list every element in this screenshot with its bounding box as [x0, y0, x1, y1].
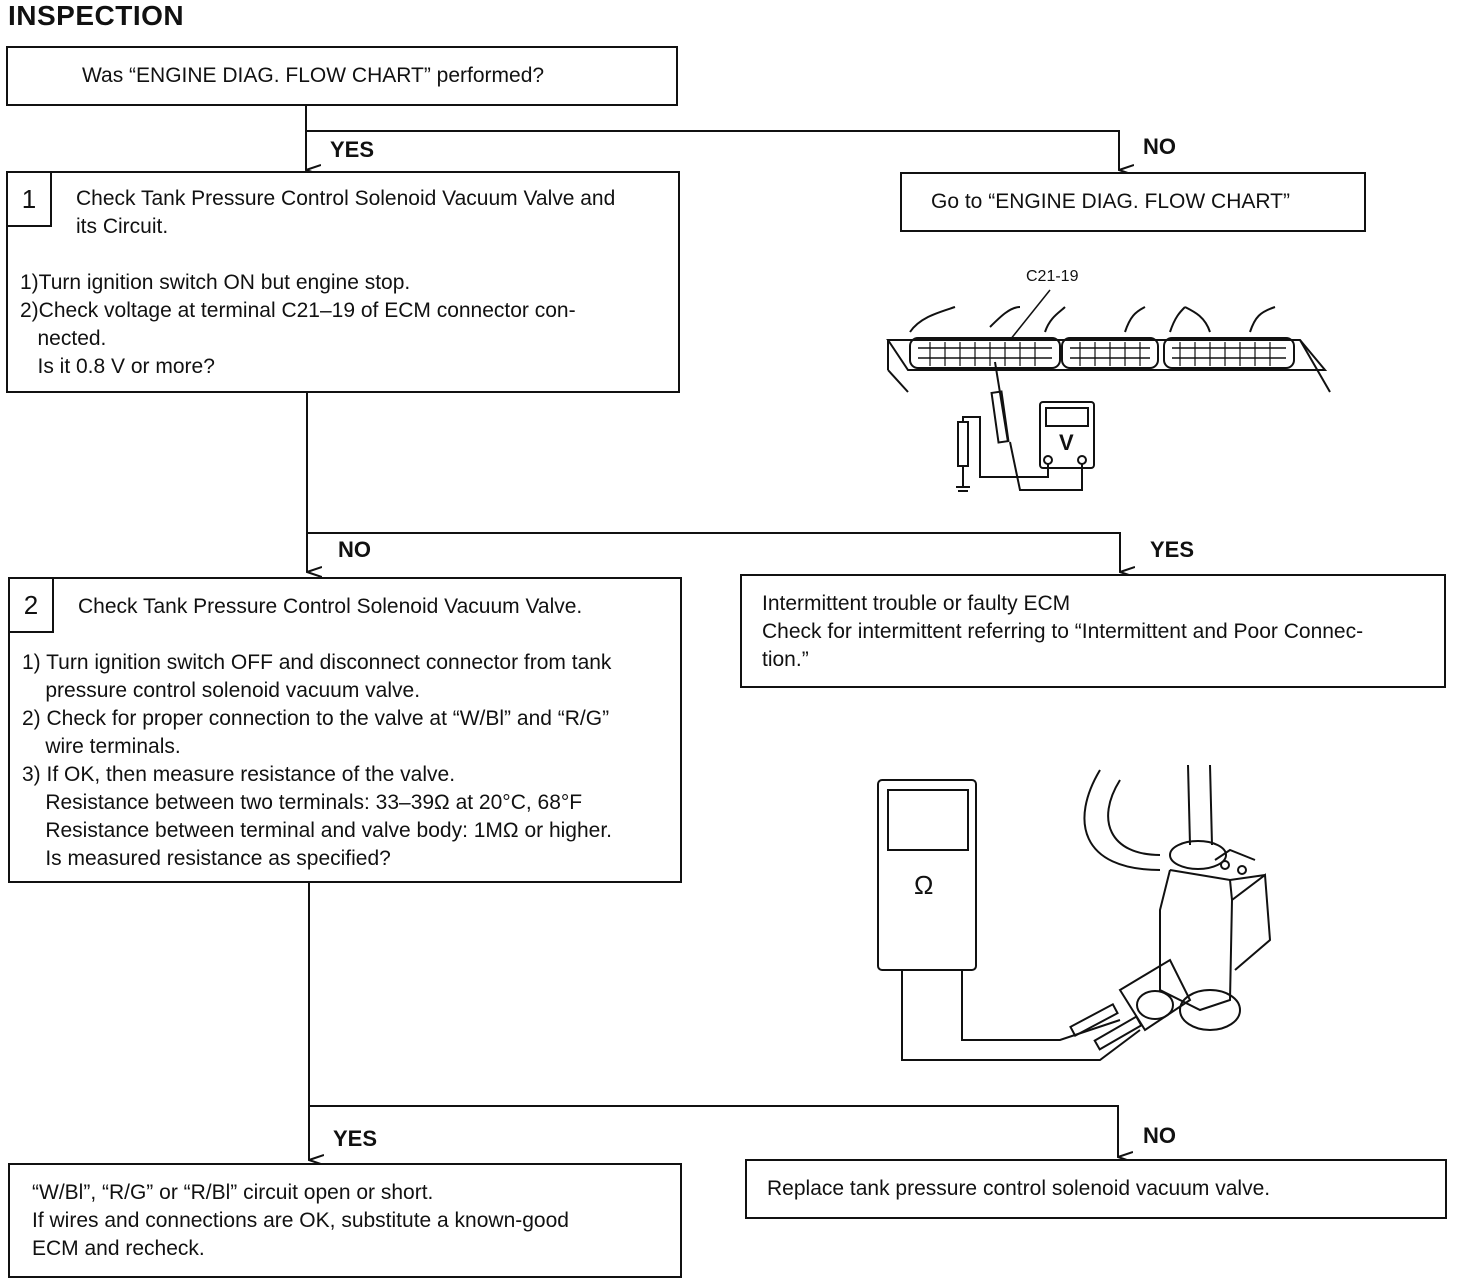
- replace-valve-box: Replace tank pressure control solenoid v…: [745, 1159, 1447, 1219]
- step2-yes-label: YES: [333, 1126, 378, 1151]
- ohmmeter-symbol: Ω: [914, 870, 934, 900]
- step1-line: nected.: [20, 327, 107, 350]
- step2-line: pressure control solenoid vacuum valve.: [22, 679, 421, 702]
- step2-line: 3) If OK, then measure resistance of the…: [22, 763, 456, 786]
- step2-no-connector: [309, 1105, 1118, 1157]
- step1-line: 2)Check voltage at terminal C21–19 of EC…: [20, 299, 576, 322]
- ecm-connector-voltmeter-illustration: [886, 289, 1331, 492]
- step1-heading-line2: its Circuit.: [76, 215, 169, 238]
- step1-number: 1: [8, 173, 52, 227]
- intermittent-line: tion.”: [762, 648, 809, 671]
- replace-valve-text: Replace tank pressure control solenoid v…: [767, 1177, 1271, 1200]
- step1-no-label: NO: [338, 537, 371, 562]
- step2-line: Resistance between two terminals: 33–39Ω…: [22, 791, 583, 814]
- start-no-label: NO: [1143, 134, 1176, 159]
- circuit-line: ECM and recheck.: [32, 1237, 205, 1260]
- step1-heading-line1: Check Tank Pressure Control Solenoid Vac…: [76, 187, 616, 210]
- go-to-flowchart-text: Go to “ENGINE DIAG. FLOW CHART”: [931, 190, 1290, 213]
- step1-yes-connector: [307, 532, 1120, 572]
- intermittent-trouble-box: Intermittent trouble or faulty ECM Check…: [740, 574, 1446, 688]
- intermittent-line: Check for intermittent referring to “Int…: [762, 620, 1364, 643]
- step2-line: Is measured resistance as specified?: [22, 847, 391, 870]
- voltmeter-symbol: V: [1059, 430, 1074, 455]
- step1-box: 1 Check Tank Pressure Control Solenoid V…: [6, 171, 680, 393]
- step1-line: Is it 0.8 V or more?: [20, 355, 215, 378]
- go-to-flowchart-box: Go to “ENGINE DIAG. FLOW CHART”: [900, 172, 1366, 232]
- step2-line: 2) Check for proper connection to the va…: [22, 707, 610, 730]
- step2-heading: Check Tank Pressure Control Solenoid Vac…: [78, 595, 583, 618]
- start-yes-label: YES: [330, 137, 375, 162]
- step2-line: 1) Turn ignition switch OFF and disconne…: [22, 651, 612, 674]
- circuit-line: “W/Bl”, “R/G” or “R/Bl” circuit open or …: [32, 1181, 434, 1204]
- start-no-connector: [306, 130, 1119, 170]
- circuit-line: If wires and connections are OK, substit…: [32, 1209, 569, 1232]
- step2-line: wire terminals.: [22, 735, 181, 758]
- page-title: INSPECTION: [8, 0, 185, 31]
- step2-line: Resistance between terminal and valve bo…: [22, 819, 613, 842]
- circuit-open-short-box: “W/Bl”, “R/G” or “R/Bl” circuit open or …: [8, 1163, 682, 1278]
- step2-number: 2: [10, 579, 54, 633]
- step2-box: 2 Check Tank Pressure Control Solenoid V…: [8, 577, 682, 883]
- solenoid-valve-ohmmeter-illustration: [877, 764, 1272, 1061]
- step1-line: 1)Turn ignition switch ON but engine sto…: [20, 271, 411, 294]
- step2-no-label: NO: [1143, 1123, 1176, 1148]
- start-question-box: Was “ENGINE DIAG. FLOW CHART” performed?: [6, 46, 678, 106]
- terminal-c21-19-label: C21-19: [1026, 268, 1079, 285]
- start-question-text: Was “ENGINE DIAG. FLOW CHART” performed?: [82, 64, 545, 87]
- step1-yes-label: YES: [1150, 537, 1195, 562]
- intermittent-line: Intermittent trouble or faulty ECM: [762, 592, 1071, 615]
